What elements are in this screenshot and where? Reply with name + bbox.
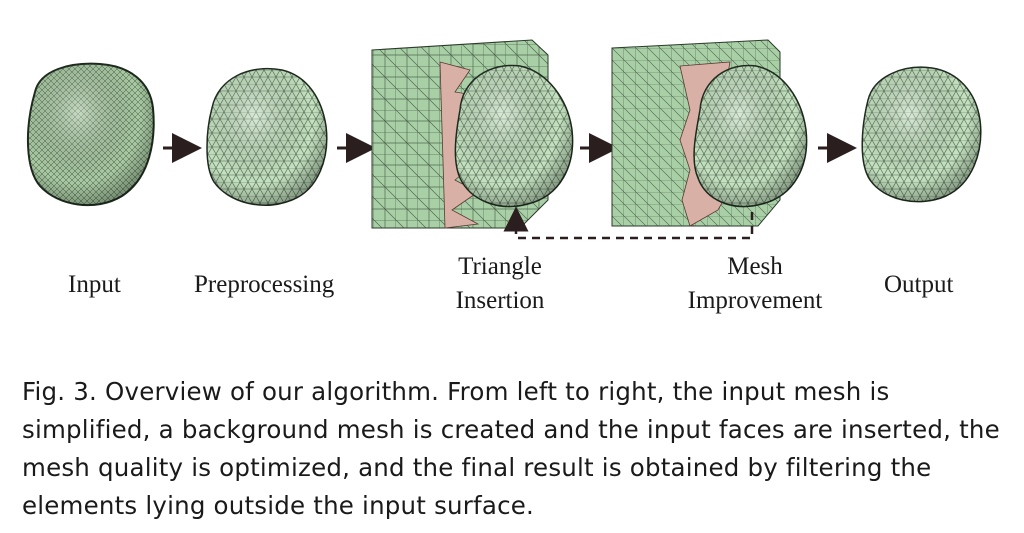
caption-figure-label: Fig. 3. [22,377,98,406]
stage-label-mesh-line2: Improvement [687,287,823,314]
stage-label-mesh-improvement: Mesh Improvement [670,250,840,318]
stage-label-preprocessing: Preprocessing [194,271,335,298]
stage-label-mesh-line1: Mesh [727,253,783,280]
stage-label-output: Output [884,271,954,298]
stage-label-triangle-line1: Triangle [458,253,542,280]
stage-label-triangle-line2: Insertion [455,287,545,314]
algorithm-overview-figure: Input Preprocessing Triangle Insertion M… [26,39,982,318]
figure-illustration [26,39,982,240]
iteration-loop-arrow [503,206,754,240]
input-mesh-shape [26,62,155,207]
preprocessing-mesh-shape [206,68,328,206]
output-mesh-shape [861,66,982,203]
stage-label-input: Input [68,271,121,298]
mesh-improvement-shape [611,39,808,227]
caption-text: Overview of our algorithm. From left to … [22,377,1000,520]
stage-label-triangle-insertion: Triangle Insertion [440,250,560,318]
triangle-insertion-shape [371,39,574,229]
figure-caption: Fig. 3. Overview of our algorithm. From … [22,373,1002,525]
